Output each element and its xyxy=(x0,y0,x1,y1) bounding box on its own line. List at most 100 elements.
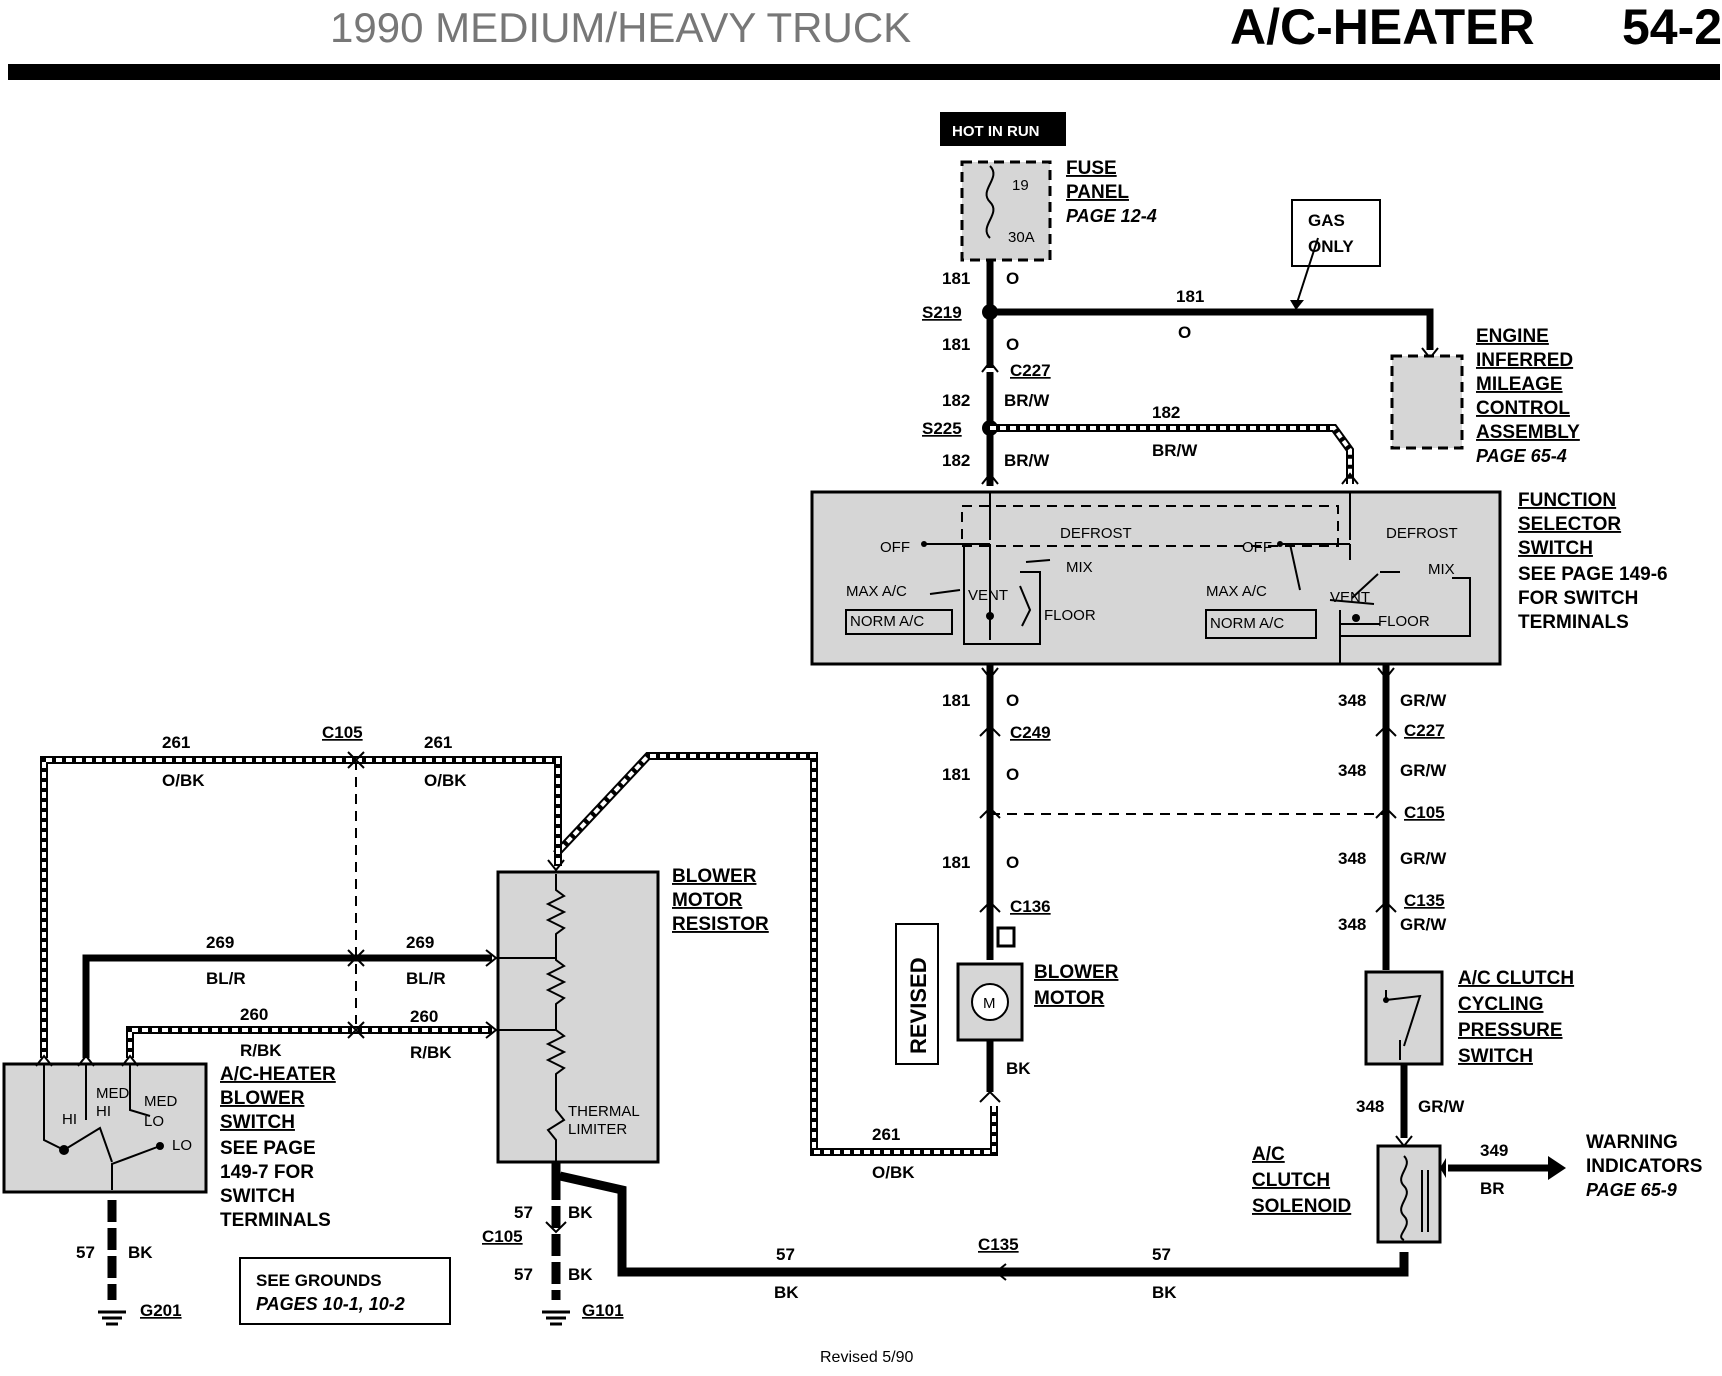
fss-right-normac: NORM A/C xyxy=(1210,615,1284,632)
label-br: BR xyxy=(1480,1179,1505,1198)
blower-switch-hi: HI xyxy=(62,1111,77,1128)
label-348-b: 348 xyxy=(1338,761,1366,780)
label-57-g201: 57 xyxy=(76,1243,95,1262)
fuse-panel-line2: PANEL xyxy=(1066,182,1129,203)
blower-switch-lo: LO xyxy=(172,1137,192,1154)
label-349: 349 xyxy=(1480,1141,1508,1160)
label-g201: G201 xyxy=(140,1301,182,1320)
label-57-c: 57 xyxy=(776,1245,795,1264)
fss-left-mix: MIX xyxy=(1066,559,1093,576)
blower-switch-note3: SWITCH xyxy=(220,1186,295,1207)
blower-switch-medlo-1: MED xyxy=(144,1093,178,1110)
label-o-d: O xyxy=(1006,765,1019,784)
label-obk-left: O/BK xyxy=(162,771,205,790)
wire-261-blower-return-hatch xyxy=(554,754,996,1154)
thermal-line1: THERMAL xyxy=(568,1103,640,1120)
blower-switch-lo-contact xyxy=(156,1142,164,1150)
resistor-line3: RESISTOR xyxy=(672,914,769,935)
connector-c105-260 xyxy=(347,1021,365,1039)
clutch-cycling-switch-contact xyxy=(1385,990,1422,1060)
fss-right-maxac: MAX A/C xyxy=(1206,583,1267,600)
connector-c135-348 xyxy=(1375,900,1397,913)
fss-left-contact-vent xyxy=(986,612,994,620)
label-blr-left: BL/R xyxy=(206,969,246,988)
wire-57-solenoid-bus xyxy=(559,1171,1409,1277)
hot-in-run-tag xyxy=(940,112,1066,146)
label-brw-c: BR/W xyxy=(1152,441,1198,460)
label-181-e: 181 xyxy=(942,853,970,872)
warning-line1: WARNING xyxy=(1586,1132,1678,1153)
label-260-left: 260 xyxy=(240,1005,268,1024)
wire-182-fss-right-hatch xyxy=(990,426,1352,484)
label-c135-bottom: C135 xyxy=(978,1235,1019,1254)
label-blr-right: BL/R xyxy=(406,969,446,988)
connector-c135-57 xyxy=(994,1263,1007,1281)
label-57-d: 57 xyxy=(1152,1245,1171,1264)
warning-line2: INDICATORS xyxy=(1586,1156,1702,1177)
blower-switch-pivot xyxy=(59,1145,69,1155)
wire-181-eimc xyxy=(990,308,1434,350)
c136-plug xyxy=(996,926,1016,948)
label-182-a: 182 xyxy=(942,391,970,410)
label-c105-right: C105 xyxy=(1404,803,1445,822)
label-s225: S225 xyxy=(922,419,962,438)
eimc-line3: MILEAGE xyxy=(1476,374,1563,395)
blower-motor-line2: MOTOR xyxy=(1034,988,1105,1009)
connector-c105-348 xyxy=(1375,806,1397,819)
connector-c105-261 xyxy=(347,751,365,769)
fss-right-lines xyxy=(1205,492,1471,664)
resistor-line2: MOTOR xyxy=(672,890,743,911)
label-bk-g201: BK xyxy=(128,1243,153,1262)
blower-resistor-taps xyxy=(498,957,556,1031)
fss-left-contact-off xyxy=(921,541,927,547)
fss-left-floor: FLOOR xyxy=(1044,607,1096,624)
fss-right-vent: VENT xyxy=(1330,589,1370,606)
connector-c227-top xyxy=(981,360,999,373)
label-o-a: O xyxy=(1006,269,1019,288)
warning-page: PAGE 65-9 xyxy=(1586,1180,1677,1200)
label-261-bottom: 261 xyxy=(872,1125,900,1144)
solenoid-line2: CLUTCH xyxy=(1252,1170,1330,1191)
label-348-c: 348 xyxy=(1338,849,1366,868)
label-348-d: 348 xyxy=(1338,915,1366,934)
clutch-switch-line4: SWITCH xyxy=(1458,1046,1533,1067)
label-bk-b: BK xyxy=(568,1265,593,1284)
revised-tag-box xyxy=(895,923,939,1065)
label-261-left: 261 xyxy=(162,733,190,752)
blower-resistor-box xyxy=(496,870,660,1164)
blower-switch-note1: SEE PAGE xyxy=(220,1138,316,1159)
fss-note-line1: SEE PAGE 149-6 xyxy=(1518,564,1668,585)
eimc-line4: CONTROL xyxy=(1476,398,1570,419)
see-grounds-line2: PAGES 10-1, 10-2 xyxy=(256,1294,405,1314)
thermal-line2: LIMITER xyxy=(568,1121,627,1138)
label-181-d: 181 xyxy=(942,765,970,784)
label-57-b: 57 xyxy=(514,1265,533,1284)
fss-left-vent: VENT xyxy=(968,587,1008,604)
blower-motor-box xyxy=(956,962,1024,1042)
label-348-a: 348 xyxy=(1338,691,1366,710)
clutch-switch-line1: A/C CLUTCH xyxy=(1458,968,1574,989)
label-obk-bottom: O/BK xyxy=(872,1163,915,1182)
solenoid-line1: A/C xyxy=(1252,1144,1285,1165)
header-page-number: 54-2 xyxy=(1622,0,1722,55)
gas-only-arrow xyxy=(1290,300,1304,310)
fuse-number: 19 xyxy=(1012,177,1029,194)
label-obk-mid: O/BK xyxy=(424,771,467,790)
label-c136: C136 xyxy=(1010,897,1051,916)
wire-261-switch-resistor-hatch xyxy=(42,758,560,1058)
fuse-panel-line1: FUSE xyxy=(1066,158,1117,179)
blower-switch-line2: BLOWER xyxy=(220,1088,305,1109)
fss-right-off: OFF xyxy=(1242,539,1272,556)
label-grw-b: GR/W xyxy=(1400,761,1447,780)
connector-c227-348 xyxy=(1375,724,1397,737)
connector-fss-out-181 xyxy=(981,667,999,680)
label-o-eimc: O xyxy=(1178,323,1191,342)
gas-only-box xyxy=(1291,199,1381,267)
blower-switch-arrows xyxy=(35,1054,139,1067)
fss-left-off: OFF xyxy=(880,539,910,556)
blower-switch-note2: 149-7 FOR xyxy=(220,1162,314,1183)
label-grw-c: GR/W xyxy=(1400,849,1447,868)
clutch-solenoid-core xyxy=(1421,1170,1429,1232)
fuse-amperage: 30A xyxy=(1008,229,1035,246)
